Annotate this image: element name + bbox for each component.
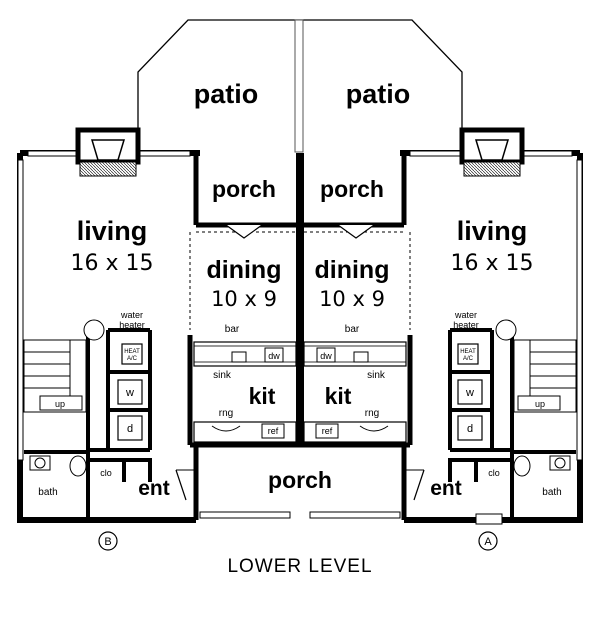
patio-label-left: patio: [194, 79, 259, 109]
left-stairs: [23, 339, 87, 413]
hvac-right-2: A/C: [463, 356, 474, 362]
dryer-right: d: [467, 423, 473, 435]
bar-label-left: bar: [225, 324, 240, 335]
unit-marker-left-label: B: [104, 536, 111, 548]
bath-label-right: bath: [542, 487, 561, 498]
living-label-left: living: [77, 216, 148, 246]
upper-porch-walls: [193, 153, 407, 228]
hvac-right-1: HEAT: [460, 349, 476, 355]
porch-label-left: porch: [212, 176, 276, 202]
rng-label-right: rng: [365, 408, 379, 419]
ref-label-right: ref: [322, 426, 333, 436]
washer-left: w: [125, 387, 134, 399]
sink-label-right: sink: [367, 370, 386, 381]
dining-dim-left: 10 x 9: [211, 287, 277, 311]
living-dim-right: 16 x 15: [451, 251, 534, 276]
porch-lower-label: porch: [268, 467, 332, 493]
dining-dim-right: 10 x 9: [319, 287, 385, 311]
hvac-left-2: A/C: [127, 356, 138, 362]
sink-label-left: sink: [213, 370, 232, 381]
kit-label-left: kit: [249, 383, 276, 409]
bar-label-right: bar: [345, 324, 360, 335]
water-heater-left-1: water: [120, 310, 143, 320]
clo-label-right: clo: [488, 468, 500, 478]
dining-label-right: dining: [315, 256, 390, 284]
bath-label-left: bath: [38, 487, 57, 498]
ref-label-left: ref: [268, 426, 279, 436]
living-dim-left: 16 x 15: [71, 251, 154, 276]
left-fireplace: [75, 127, 141, 177]
hvac-left-1: HEAT: [124, 349, 140, 355]
patio-label-right: patio: [346, 79, 411, 109]
up-label-left: up: [55, 399, 65, 409]
dryer-left: d: [127, 423, 133, 435]
porch-label-right: porch: [320, 176, 384, 202]
unit-marker-left: B: [98, 531, 118, 551]
rng-label-left: rng: [219, 408, 233, 419]
right-fireplace: [459, 127, 525, 177]
kit-label-right: kit: [325, 383, 352, 409]
party-wall-patio: [294, 19, 304, 153]
unit-marker-right: A: [478, 531, 498, 551]
dining-label-left: dining: [207, 256, 282, 284]
level-caption: LOWER LEVEL: [227, 556, 372, 577]
dw-label-left: dw: [268, 351, 280, 361]
living-label-right: living: [457, 216, 528, 246]
party-wall: [296, 153, 304, 445]
clo-label-left: clo: [100, 468, 112, 478]
ent-label-right: ent: [430, 477, 462, 500]
dw-label-right: dw: [320, 351, 332, 361]
water-heater-right-1: water: [454, 310, 477, 320]
water-heater-right-2: heater: [453, 320, 479, 330]
ent-label-left: ent: [138, 477, 170, 500]
unit-marker-right-label: A: [484, 536, 492, 548]
water-heater-left-2: heater: [119, 320, 145, 330]
washer-right: w: [465, 387, 474, 399]
up-label-right: up: [535, 399, 545, 409]
